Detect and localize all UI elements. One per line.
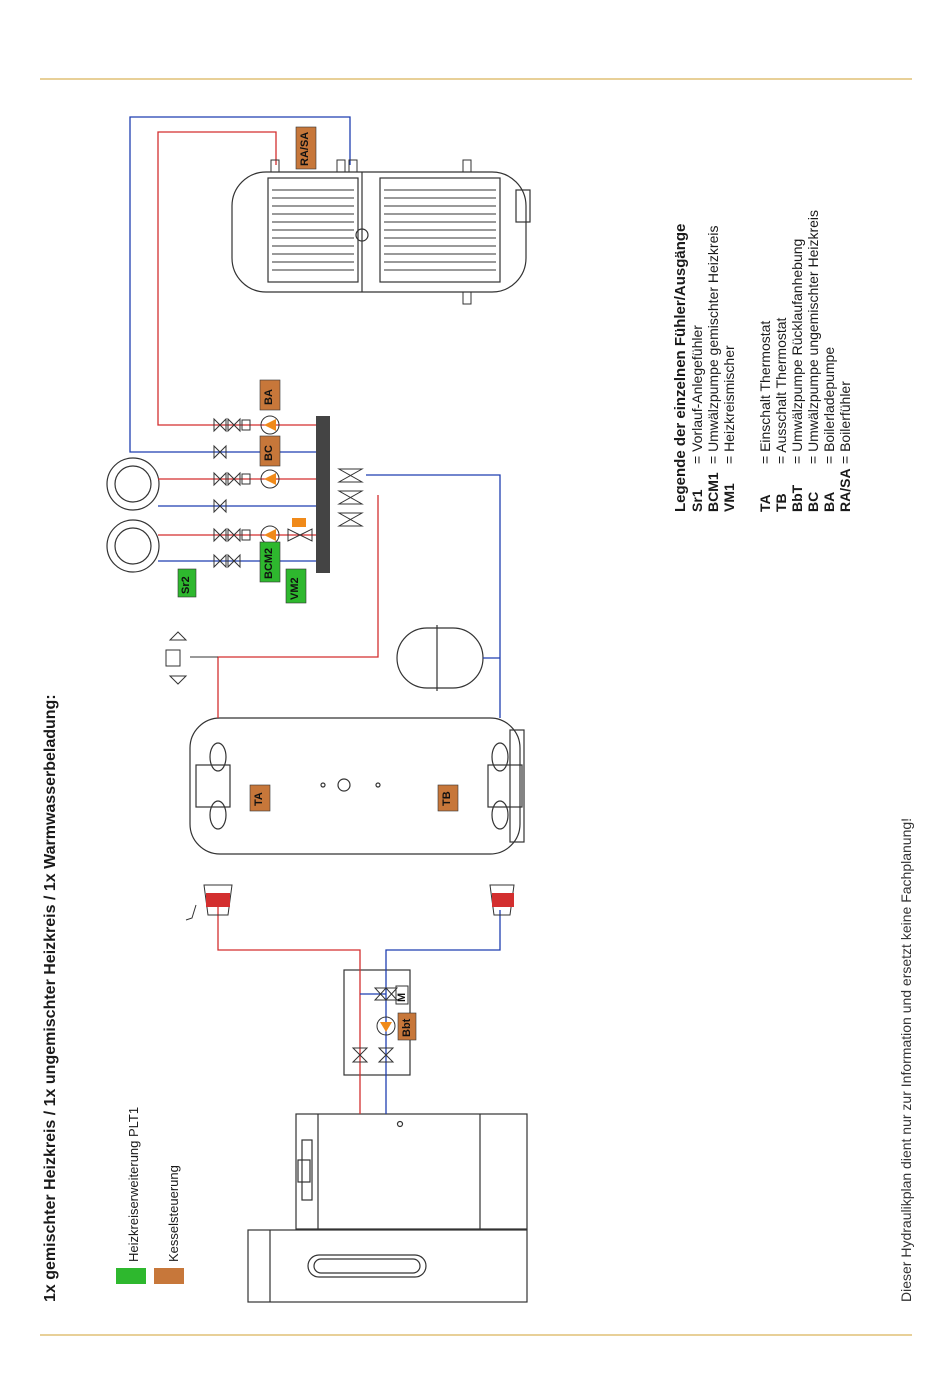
safety-valve-right [489,884,515,916]
swatch-label-heizkreiserweiterung: Heizkreiserweiterung PLT1 [126,1106,141,1262]
mixer-actuator [292,518,306,527]
legend-row-ba: BA = Boilerladepumpe [821,210,837,512]
legend-desc: = Ausschalt Thermostat [773,317,789,464]
radiator-2 [106,519,160,573]
return-lift-group [217,895,501,1114]
tag-vm2: VM2 [289,577,301,600]
circuit-valves [213,417,313,569]
tag-tb: TB [441,791,453,806]
legend-code: Sr1 [689,489,705,512]
buffer-supply-pipe [217,495,379,718]
boiler [247,1113,528,1303]
legend-code: BC [805,491,821,512]
legend-code: RA/SA [837,468,853,512]
pump-ba [260,415,280,435]
legend-desc: = Vorlauf-Anlegefühler [689,325,705,464]
tag-ba: BA [263,389,275,405]
sensor-legend: Legende der einzelnen Fühler/Ausgänge Sr… [672,210,853,512]
legend-desc: = Umwälzpumpe gemischter Heizkreis [705,225,721,464]
safety-group-top [165,631,188,685]
manifold-valves [337,468,364,527]
legend-code: VM1 [721,483,737,512]
legend-desc: = Boilerfühler [837,381,853,464]
legend-code: BCM1 [705,472,721,512]
page-title: 1x gemischter Heizkreis / 1x ungemischte… [42,694,59,1302]
legend-desc: = Einschalt Thermostat [757,320,773,464]
legend-code: BA [821,491,837,512]
expansion-vessel [396,625,484,691]
tag-ta: TA [253,792,265,806]
hot-water-cylinder [231,171,531,293]
legend-row-ta: TA = Einschalt Thermostat [757,210,773,512]
tag-ra-sa-box [295,126,317,170]
tag-sr2: Sr2 [180,576,192,594]
pump-bc [260,469,280,489]
legend-code: TA [757,494,773,512]
disclaimer-footer: Dieser Hydraulikplan dient nur zur Infor… [898,817,914,1302]
legend-code: TB [773,493,789,512]
legend-code: BbT [789,484,805,512]
tag-bc: BC [263,445,275,461]
tag-bbt: Bbt [401,1018,413,1037]
tag-m: M [396,992,408,1002]
legend-desc: = Umwälzpumpe Rücklaufanhebung [789,238,805,464]
tag-bc-box [259,435,281,467]
legend-row-bbt: BbT = Umwälzpumpe Rücklaufanhebung [789,210,805,512]
cylinder-connectors [270,159,472,305]
buffer-return-pipe [366,474,501,718]
safety-valve-left [185,884,233,921]
legend-row-bcm1: BCM1 = Umwälzpumpe gemischter Heizkreis [705,210,721,512]
legend-row-vm1: VM1 = Heizkreismischer [721,210,737,512]
legend-row-ra-sa: RA/SA = Boilerfühler [837,210,853,512]
legend-desc: = Heizkreismischer [721,345,737,464]
circuit-pipes [129,116,351,562]
cylinder-coils [272,189,496,271]
swatch-heizkreiserweiterung [116,1268,146,1284]
legend-desc: = Boilerladepumpe [821,346,837,464]
swatch-label-kesselsteuerung: Kesselsteuerung [166,1165,181,1262]
tag-ta-box [249,784,271,812]
sensor-legend-heading: Legende der einzelnen Fühler/Ausgänge [672,223,689,512]
tag-tb-box [437,784,459,812]
distribution-manifold [316,416,330,573]
legend-row-bc: BC = Umwälzpumpe ungemischter Heizkreis [805,210,821,512]
legend-row-tb: TB = Ausschalt Thermostat [773,210,789,512]
tag-ba-box [259,379,281,411]
tag-bcm2-box [259,541,281,583]
tag-vm2-box [285,568,307,604]
tag-sr2-box [177,568,197,598]
buffer-tank [189,717,525,855]
legend-desc: = Umwälzpumpe ungemischter Heizkreis [805,209,821,464]
swatch-kesselsteuerung [154,1268,184,1284]
tag-ra-sa: RA/SA [299,131,311,166]
tag-bcm2: BCM2 [263,547,275,579]
legend-row-sr1: Sr1 = Vorlauf-Anlegefühler [689,210,705,512]
radiator-1 [106,457,160,511]
